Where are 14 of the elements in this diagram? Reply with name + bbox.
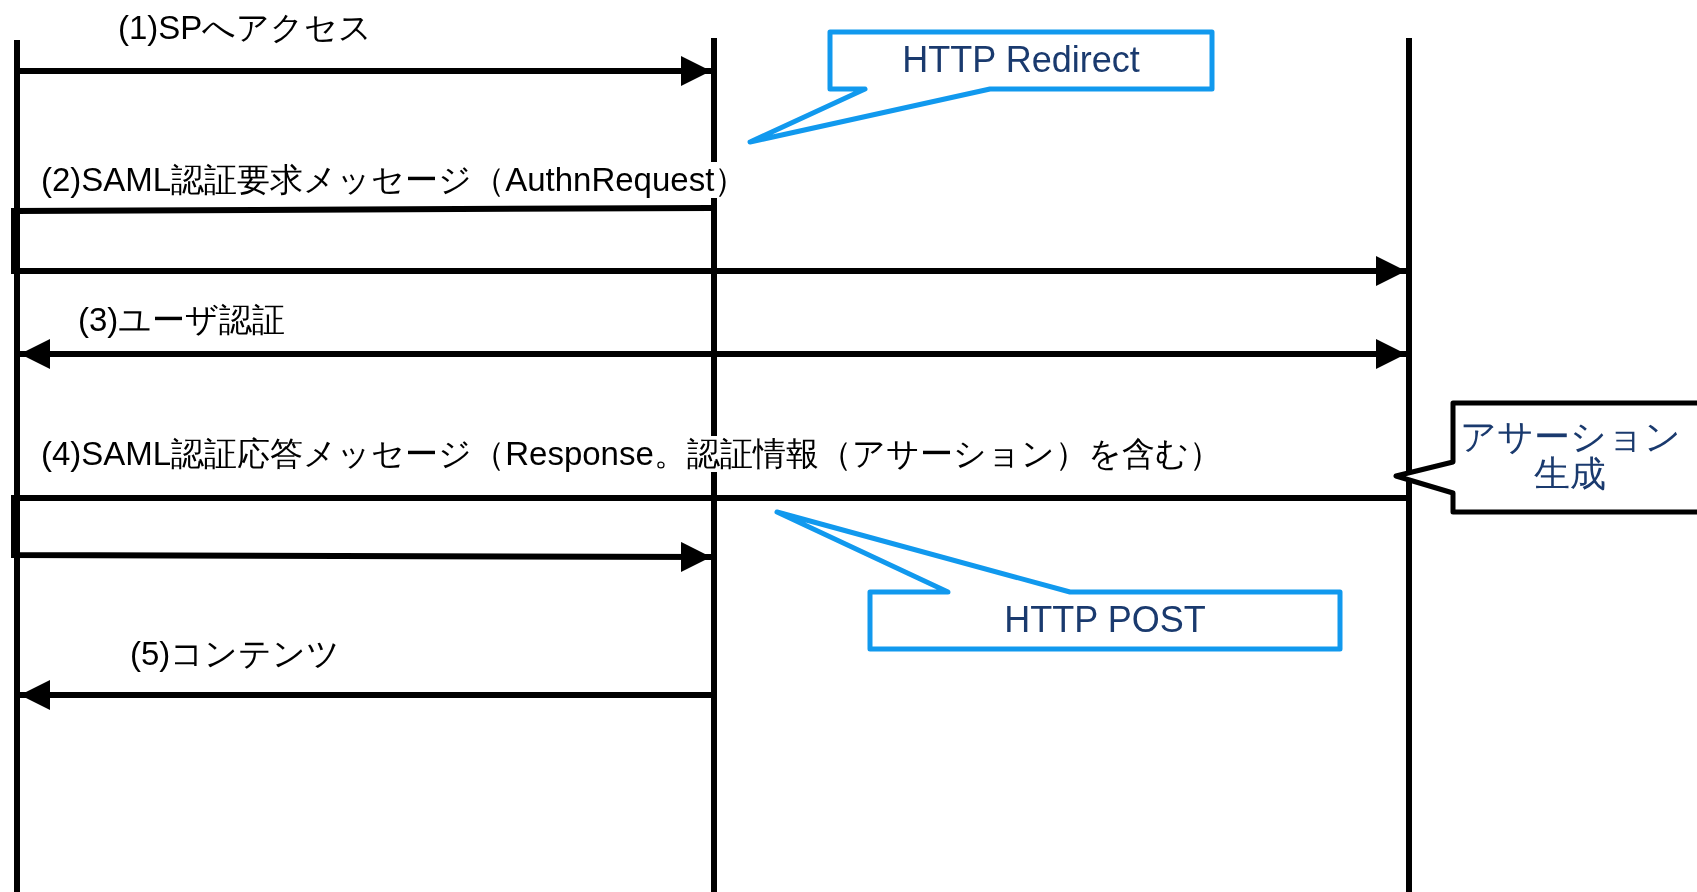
arrow (20, 680, 711, 710)
arrow (20, 56, 711, 86)
lifeline (14, 40, 20, 892)
callout-box (777, 512, 1340, 649)
callout-text: HTTP POST (1003, 600, 1207, 639)
callout-box (1396, 403, 1697, 512)
edge-label: (3)ユーザ認証 (78, 302, 286, 339)
lifeline (1406, 38, 1412, 892)
arrow (11, 495, 1406, 572)
callout-text: HTTP Redirect (901, 40, 1141, 79)
callout-box (750, 32, 1212, 142)
arrow (11, 205, 1406, 286)
callout-text: アサーション生成 (1458, 417, 1682, 494)
arrow (20, 339, 1406, 369)
